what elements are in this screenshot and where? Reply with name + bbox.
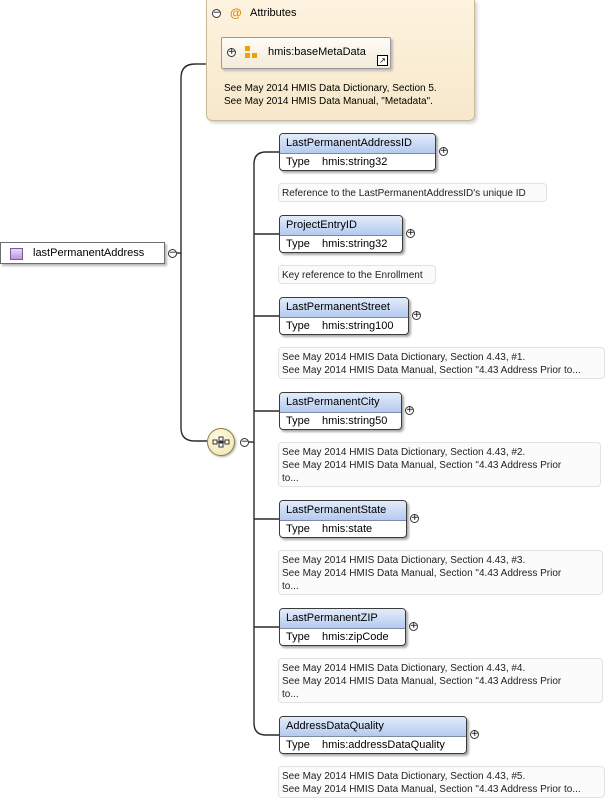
- type-label: Type: [286, 320, 310, 332]
- element-documentation: Reference to the LastPermanentAddressID'…: [278, 183, 547, 202]
- element-documentation: See May 2014 HMIS Data Dictionary, Secti…: [278, 442, 601, 487]
- doc-line: See May 2014 HMIS Data Dictionary, Secti…: [282, 352, 526, 363]
- attribute-item-label: hmis:baseMetaData: [268, 46, 366, 58]
- element-type-row: Type hmis:addressDataQuality: [280, 737, 466, 753]
- element-documentation: Key reference to the Enrollment: [278, 265, 436, 284]
- element-type-row: Type hmis:state: [280, 521, 406, 537]
- doc-line: See May 2014 HMIS Data Manual, Section "…: [282, 365, 581, 376]
- doc-line: See May 2014 HMIS Data Dictionary, Secti…: [282, 771, 526, 782]
- doc-line: See May 2014 HMIS Data Manual, Section "…: [282, 460, 562, 471]
- type-value: hmis:state: [322, 523, 373, 535]
- attributes-documentation: See May 2014 HMIS Data Dictionary, Secti…: [224, 82, 437, 108]
- doc-line: See May 2014 HMIS Data Manual, Section "…: [282, 784, 581, 795]
- collapse-sequence-toggle[interactable]: −: [240, 437, 249, 447]
- element-name: LastPermanentStreet: [280, 298, 408, 318]
- type-label: Type: [286, 631, 310, 643]
- doc-line: Key reference to the Enrollment: [282, 270, 423, 281]
- element-documentation: See May 2014 HMIS Data Dictionary, Secti…: [278, 658, 603, 703]
- connector-line: [253, 722, 279, 736]
- attribute-group-icon: [245, 46, 259, 60]
- type-label: Type: [286, 238, 310, 250]
- element-type-row: Type hmis:string32: [280, 154, 435, 170]
- sequence-compositor[interactable]: [207, 428, 235, 456]
- expand-element-toggle[interactable]: +: [439, 146, 448, 156]
- type-label: Type: [286, 739, 310, 751]
- element-type-row: Type hmis:string32: [280, 236, 402, 252]
- element-name: LastPermanentZIP: [280, 609, 405, 629]
- expand-element-toggle[interactable]: +: [405, 405, 414, 415]
- connector-line: [180, 63, 207, 442]
- connector-line: [253, 151, 279, 165]
- doc-line: See May 2014 HMIS Data Manual, "Metadata…: [224, 96, 433, 107]
- expand-element-toggle[interactable]: +: [409, 621, 418, 631]
- doc-line: See May 2014 HMIS Data Manual, Section "…: [282, 676, 562, 687]
- type-value: hmis:addressDataQuality: [322, 739, 445, 751]
- attributes-panel: − @ Attributes + hmis:baseMetaData ↗ See…: [206, 0, 475, 121]
- expand-element-toggle[interactable]: +: [412, 310, 421, 320]
- doc-line: to...: [282, 581, 299, 592]
- doc-line: See May 2014 HMIS Data Dictionary, Secti…: [282, 555, 526, 566]
- doc-line: See May 2014 HMIS Data Manual, Section "…: [282, 568, 562, 579]
- expand-element-toggle[interactable]: +: [470, 729, 479, 739]
- element-documentation: See May 2014 HMIS Data Dictionary, Secti…: [278, 550, 603, 595]
- element-icon: [10, 248, 23, 260]
- expand-element-toggle[interactable]: +: [410, 513, 419, 523]
- attribute-item[interactable]: + hmis:baseMetaData ↗: [221, 37, 391, 69]
- element-name: LastPermanentCity: [280, 393, 401, 413]
- doc-line: See May 2014 HMIS Data Dictionary, Secti…: [282, 447, 526, 458]
- sequence-icon: [212, 436, 230, 448]
- root-element-label: lastPermanentAddress: [33, 247, 145, 259]
- element-type-row: Type hmis:string50: [280, 413, 401, 429]
- type-value: hmis:string100: [322, 320, 394, 332]
- element-name: LastPermanentState: [280, 501, 406, 521]
- root-element[interactable]: lastPermanentAddress: [0, 242, 165, 264]
- element-card[interactable]: ProjectEntryID Type hmis:string32: [279, 215, 403, 253]
- type-value: hmis:string32: [322, 238, 388, 250]
- element-documentation: See May 2014 HMIS Data Dictionary, Secti…: [278, 347, 605, 379]
- attributes-title: Attributes: [250, 7, 297, 19]
- doc-line: to...: [282, 689, 299, 700]
- type-value: hmis:string50: [322, 415, 388, 427]
- expand-attribute-toggle[interactable]: +: [227, 47, 236, 57]
- expand-element-toggle[interactable]: +: [406, 228, 415, 238]
- element-documentation: See May 2014 HMIS Data Dictionary, Secti…: [278, 766, 605, 798]
- doc-line: See May 2014 HMIS Data Dictionary, Secti…: [282, 663, 526, 674]
- shortcut-arrow-icon[interactable]: ↗: [377, 55, 388, 66]
- type-value: hmis:string32: [322, 156, 388, 168]
- element-name: ProjectEntryID: [280, 216, 402, 236]
- type-label: Type: [286, 156, 310, 168]
- attribute-at-icon: @: [230, 6, 242, 20]
- element-card[interactable]: LastPermanentZIP Type hmis:zipCode: [279, 608, 406, 646]
- element-card[interactable]: LastPermanentAddressID Type hmis:string32: [279, 133, 436, 171]
- type-label: Type: [286, 415, 310, 427]
- element-name: LastPermanentAddressID: [280, 134, 435, 154]
- element-name: AddressDataQuality: [280, 717, 466, 737]
- type-value: hmis:zipCode: [322, 631, 389, 643]
- element-type-row: Type hmis:zipCode: [280, 629, 405, 645]
- collapse-attributes-toggle[interactable]: −: [212, 8, 221, 18]
- doc-line: Reference to the LastPermanentAddressID'…: [282, 188, 526, 199]
- collapse-root-toggle[interactable]: −: [168, 248, 177, 258]
- type-label: Type: [286, 523, 310, 535]
- doc-line: See May 2014 HMIS Data Dictionary, Secti…: [224, 83, 437, 94]
- element-type-row: Type hmis:string100: [280, 318, 408, 334]
- doc-line: to...: [282, 473, 299, 484]
